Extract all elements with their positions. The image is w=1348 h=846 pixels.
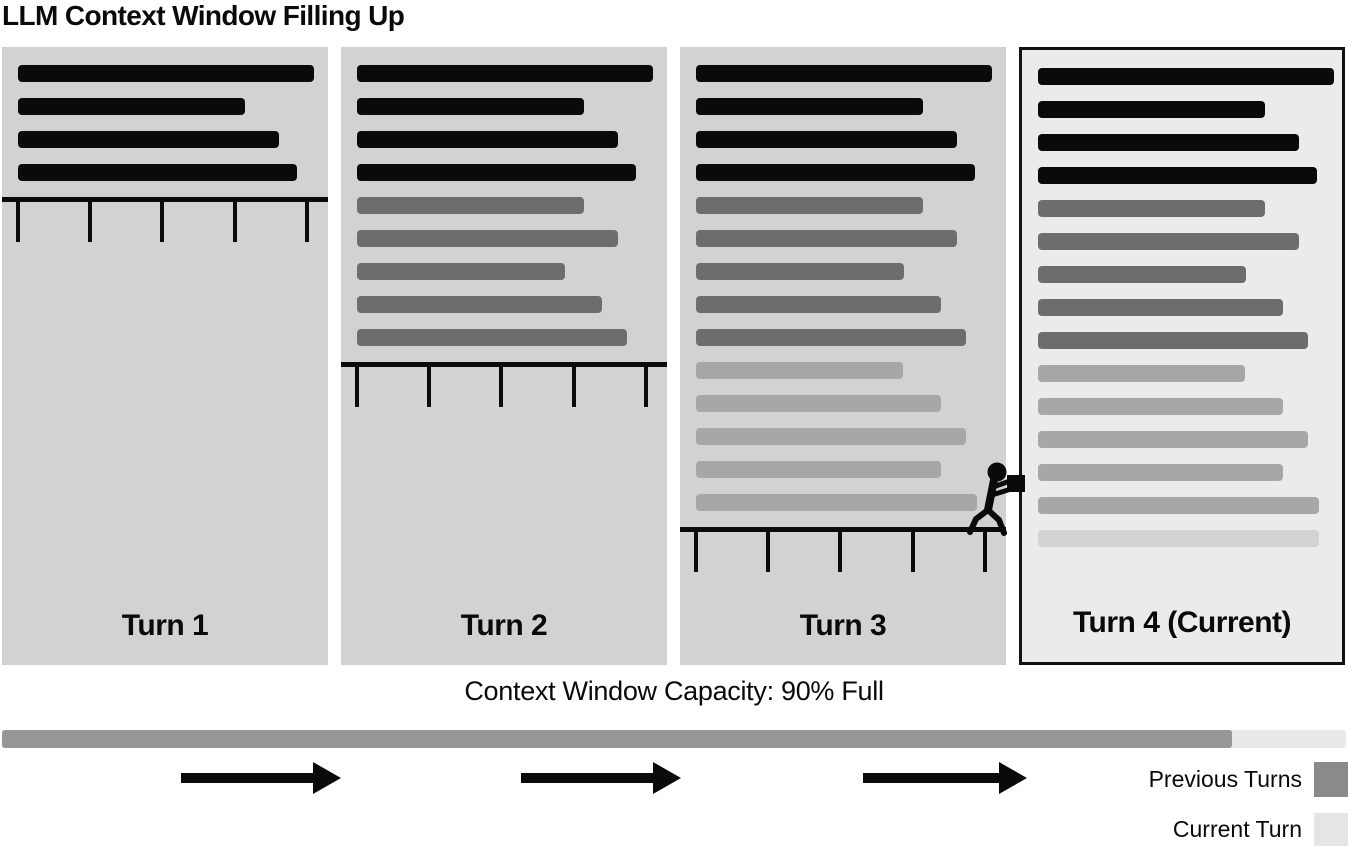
- ruler-tick: [693, 530, 698, 572]
- text-line-bar-black: [1038, 134, 1299, 151]
- text-line-bar-dark: [357, 329, 627, 346]
- turn-3-label: Turn 3: [799, 609, 887, 642]
- turn-2-panel: Turn 2: [341, 47, 667, 665]
- text-line-bar-medium: [1038, 398, 1283, 415]
- ruler-tick: [910, 530, 915, 572]
- legend-swatch-current-turn: [1314, 812, 1348, 846]
- ruler-tick: [838, 530, 843, 572]
- text-line-bar-dark: [696, 197, 923, 214]
- text-line-bar-medium: [1038, 464, 1283, 481]
- text-line-bar-dark: [357, 197, 584, 214]
- ruler-tick: [232, 200, 237, 242]
- text-line-bar-black: [18, 131, 279, 148]
- legend-item-current-turn: Current Turn: [1173, 812, 1348, 846]
- text-line-bar-black: [1038, 101, 1265, 118]
- text-line-bar-dark: [1038, 233, 1299, 250]
- person-carrying-box-icon: [967, 462, 1025, 536]
- ruler: [680, 527, 1006, 573]
- text-line-bar-black: [696, 164, 975, 181]
- turn-4-text-lines: [1022, 50, 1342, 547]
- ruler-tick: [766, 530, 771, 572]
- text-line-bar-dark: [357, 263, 565, 280]
- ruler-tick: [499, 365, 504, 407]
- arrow-shaft: [521, 773, 655, 783]
- arrow-head: [999, 762, 1027, 794]
- turn-2-text-lines: [341, 47, 667, 346]
- arrow-shaft: [863, 773, 1001, 783]
- turn-1-panel: Turn 1: [2, 47, 328, 665]
- ruler-line: [2, 197, 328, 202]
- text-line-bar-black: [357, 65, 653, 82]
- ruler-line: [341, 362, 667, 367]
- text-line-bar-black: [18, 164, 297, 181]
- text-line-bar-medium: [1038, 497, 1319, 514]
- text-line-bar-medium: [1038, 365, 1245, 382]
- text-line-bar-black: [1038, 68, 1334, 85]
- text-line-bar-black: [18, 65, 314, 82]
- ruler-tick: [644, 365, 649, 407]
- text-line-bar-medium: [696, 494, 977, 511]
- arrow-right-icon: [521, 762, 681, 794]
- legend-swatch-previous-turns: [1314, 762, 1348, 797]
- text-line-bar-black: [18, 98, 245, 115]
- text-line-bar-dark: [696, 230, 957, 247]
- turn-2-label: Turn 2: [460, 609, 548, 642]
- arrow-head: [313, 762, 341, 794]
- turn-1-text-lines: [2, 47, 328, 181]
- text-line-bar-dark: [357, 296, 602, 313]
- text-line-bar-black: [696, 65, 992, 82]
- arrow-head: [653, 762, 681, 794]
- capacity-progress-fill: [2, 730, 1232, 748]
- diagram-title: LLM Context Window Filling Up: [2, 0, 405, 31]
- legend-label: Previous Turns: [1148, 766, 1302, 792]
- legend-item-previous-turns: Previous Turns: [1149, 762, 1348, 797]
- text-line-bar-medium: [696, 362, 903, 379]
- capacity-progress-bar: [2, 730, 1346, 748]
- text-line-bar-dark: [696, 263, 904, 280]
- turn-3-text-lines: [680, 47, 1006, 511]
- text-line-bar-black: [357, 98, 584, 115]
- legend-label: Current Turn: [1172, 816, 1302, 842]
- arrow-right-icon: [181, 762, 341, 794]
- capacity-label: Context Window Capacity: 90% Full: [464, 676, 884, 706]
- ruler-tick: [427, 365, 432, 407]
- ruler-tick: [88, 200, 93, 242]
- turn-4-current-panel: Turn 4 (Current): [1019, 47, 1345, 665]
- arrow-shaft: [181, 773, 315, 783]
- text-line-bar-faint: [1038, 530, 1319, 547]
- text-line-bar-black: [696, 98, 923, 115]
- turn-3-panel: Turn 3: [680, 47, 1006, 665]
- text-line-bar-medium: [696, 395, 941, 412]
- ruler-tick: [15, 200, 20, 242]
- ruler-line: [680, 527, 1006, 532]
- text-line-bar-medium: [696, 428, 966, 445]
- text-line-bar-dark: [1038, 299, 1283, 316]
- turn-4-label: Turn 4 (Current): [1072, 606, 1292, 639]
- ruler-tick: [160, 200, 165, 242]
- text-line-bar-dark: [696, 296, 941, 313]
- text-line-bar-dark: [696, 329, 966, 346]
- ruler-tick: [305, 200, 310, 242]
- turn-1-label: Turn 1: [121, 609, 209, 642]
- text-line-bar-black: [696, 131, 957, 148]
- text-line-bar-medium: [696, 461, 941, 478]
- text-line-bar-black: [1038, 167, 1317, 184]
- text-line-bar-black: [357, 164, 636, 181]
- text-line-bar-dark: [357, 230, 618, 247]
- text-line-bar-medium: [1038, 431, 1308, 448]
- ruler: [341, 362, 667, 408]
- arrow-right-icon: [863, 762, 1027, 794]
- turn-panels-row: Turn 1 Turn 2 Turn 3 Turn 4 (Current): [2, 47, 1345, 665]
- text-line-bar-dark: [1038, 332, 1308, 349]
- ruler: [2, 197, 328, 243]
- ruler-tick: [983, 530, 988, 572]
- text-line-bar-dark: [1038, 200, 1265, 217]
- text-line-bar-black: [357, 131, 618, 148]
- text-line-bar-dark: [1038, 266, 1246, 283]
- ruler-tick: [354, 365, 359, 407]
- ruler-tick: [571, 365, 576, 407]
